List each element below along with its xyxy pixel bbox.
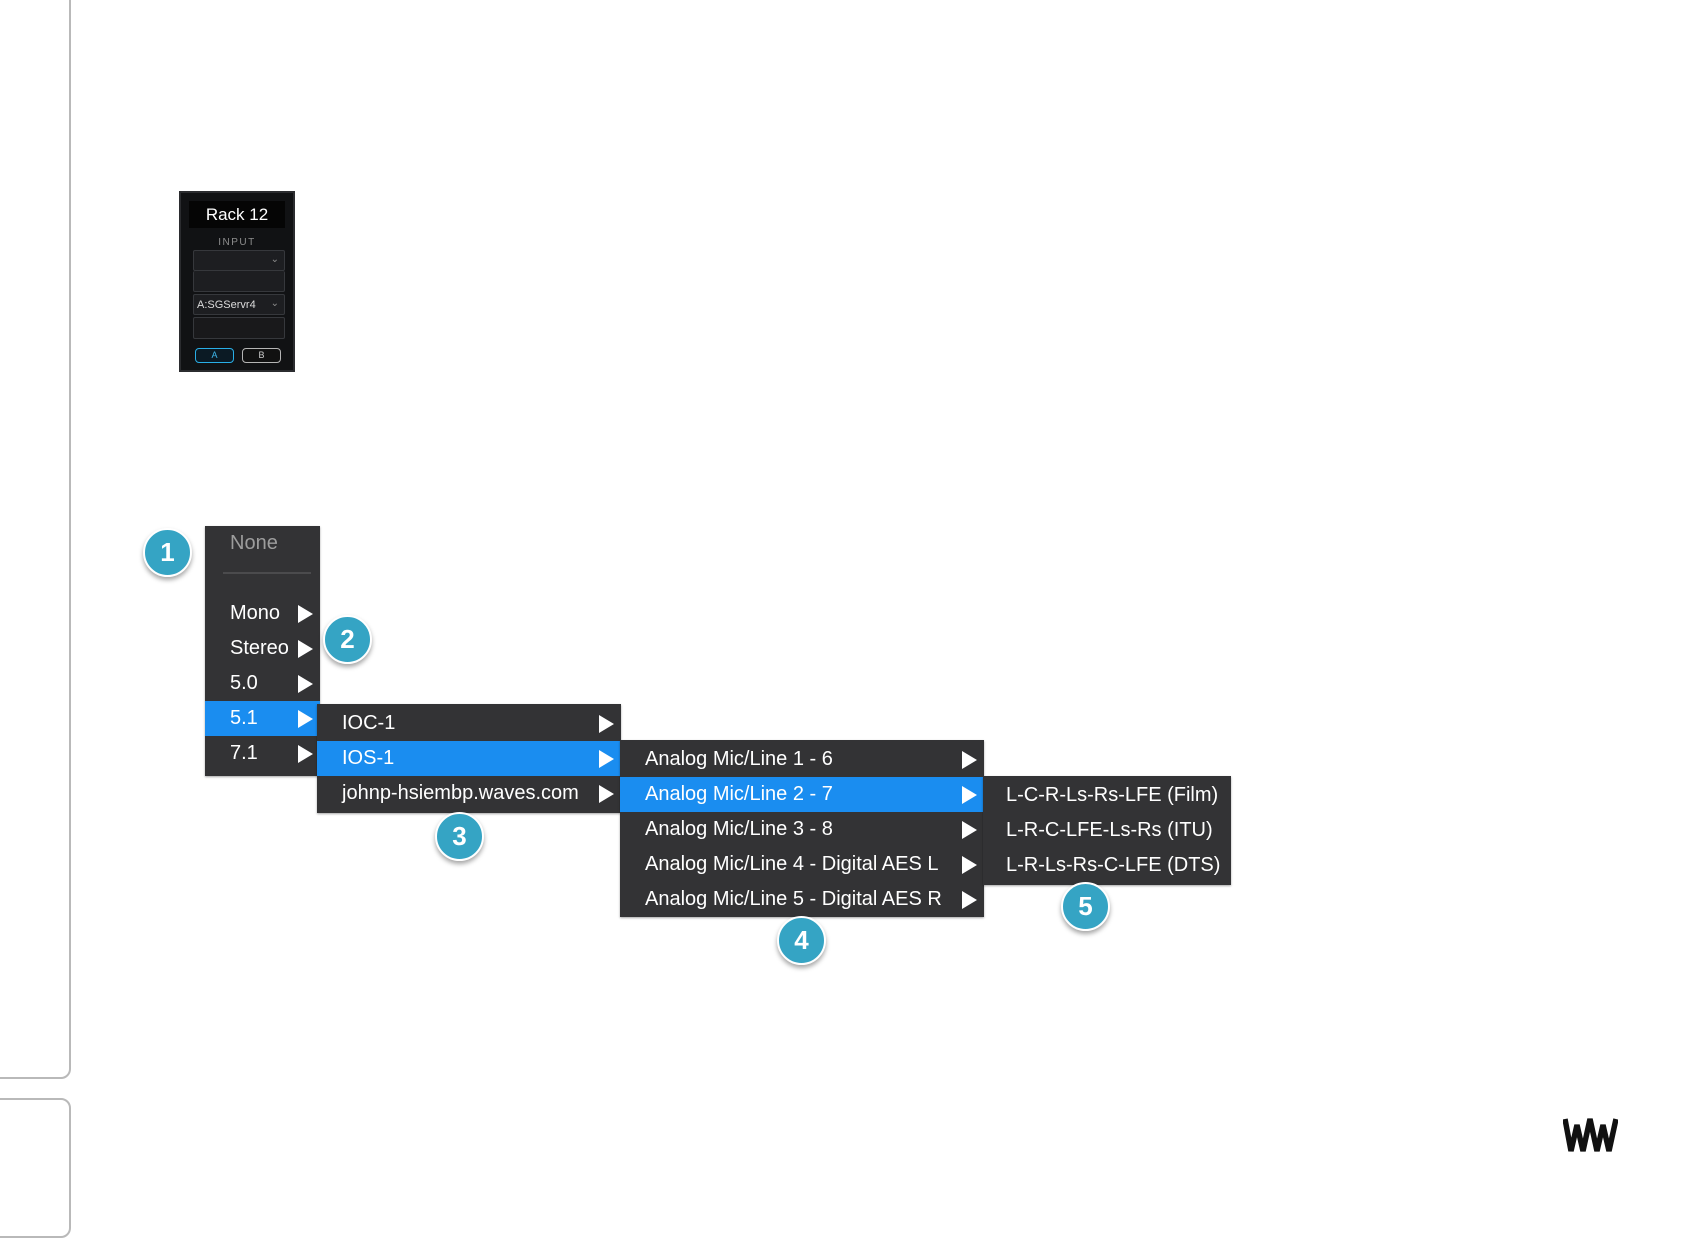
input-source-value: A:SGServr4 bbox=[197, 299, 256, 311]
menu-item-label: Analog Mic/Line 1 - 6 bbox=[645, 748, 833, 770]
triangle-right-icon bbox=[298, 745, 313, 763]
callout-1: 1 bbox=[143, 528, 192, 577]
waves-logo-icon bbox=[1563, 1118, 1618, 1152]
callout-3: 3 bbox=[435, 812, 484, 861]
menu-separator bbox=[223, 572, 311, 574]
format-menu: None Mono Stereo 5.0 5.1 7.1 bbox=[205, 526, 320, 776]
menu-item-stereo[interactable]: Stereo bbox=[205, 631, 320, 666]
menu-item-analog-4-aes-l[interactable]: Analog Mic/Line 4 - Digital AES L bbox=[620, 847, 984, 882]
input-label: INPUT bbox=[218, 237, 256, 248]
triangle-right-icon bbox=[298, 675, 313, 693]
menu-item-label: johnp-hsiembp.waves.com bbox=[342, 782, 579, 804]
menu-item-label: IOS-1 bbox=[342, 747, 395, 769]
menu-item-johnp-host[interactable]: johnp-hsiembp.waves.com bbox=[317, 776, 621, 811]
rack-title: Rack 12 bbox=[189, 201, 285, 228]
triangle-right-icon bbox=[962, 751, 977, 769]
menu-item-label: L-R-Ls-Rs-C-LFE (DTS) bbox=[1006, 854, 1221, 876]
menu-item-label: Analog Mic/Line 4 - Digital AES L bbox=[645, 853, 939, 875]
menu-item-analog-3-8[interactable]: Analog Mic/Line 3 - 8 bbox=[620, 812, 984, 847]
triangle-right-icon bbox=[962, 856, 977, 874]
menu-item-label: Stereo bbox=[230, 637, 289, 659]
callout-4: 4 bbox=[777, 916, 826, 965]
a-button[interactable]: A bbox=[195, 348, 234, 363]
b-button[interactable]: B bbox=[242, 348, 281, 363]
menu-item-label: L-R-C-LFE-Ls-Rs (ITU) bbox=[1006, 819, 1213, 841]
menu-item-label: Analog Mic/Line 2 - 7 bbox=[645, 783, 833, 805]
callout-2: 2 bbox=[323, 615, 372, 664]
menu-item-label: Analog Mic/Line 5 - Digital AES R bbox=[645, 888, 942, 910]
triangle-right-icon bbox=[962, 891, 977, 909]
menu-item-label: 7.1 bbox=[230, 742, 258, 764]
input-type-select[interactable]: ⌄ bbox=[193, 250, 285, 271]
triangle-right-icon bbox=[962, 821, 977, 839]
page-frame bbox=[0, 0, 71, 1079]
menu-item-ioc-1[interactable]: IOC-1 bbox=[317, 706, 621, 741]
chevron-down-icon: ⌄ bbox=[270, 254, 279, 265]
triangle-right-icon bbox=[298, 710, 313, 728]
triangle-right-icon bbox=[298, 605, 313, 623]
input-source-select[interactable]: A:SGServr4 ⌄ bbox=[193, 294, 285, 315]
menu-item-analog-1-6[interactable]: Analog Mic/Line 1 - 6 bbox=[620, 742, 984, 777]
menu-item-none[interactable]: None bbox=[205, 526, 320, 561]
triangle-right-icon bbox=[599, 750, 614, 768]
triangle-right-icon bbox=[298, 640, 313, 658]
menu-item-mono[interactable]: Mono bbox=[205, 596, 320, 631]
menu-item-analog-2-7[interactable]: Analog Mic/Line 2 - 7 bbox=[620, 777, 984, 812]
channel-menu: Analog Mic/Line 1 - 6 Analog Mic/Line 2 … bbox=[620, 740, 984, 917]
menu-item-label: 5.1 bbox=[230, 707, 258, 729]
menu-item-label: L-C-R-Ls-Rs-LFE (Film) bbox=[1006, 784, 1219, 806]
menu-item-itu-order[interactable]: L-R-C-LFE-Ls-Rs (ITU) bbox=[983, 813, 1231, 848]
input-empty-field bbox=[193, 271, 285, 292]
menu-item-label: Analog Mic/Line 3 - 8 bbox=[645, 818, 833, 840]
channel-order-menu: L-C-R-Ls-Rs-LFE (Film) L-R-C-LFE-Ls-Rs (… bbox=[983, 776, 1231, 885]
menu-item-label: IOC-1 bbox=[342, 712, 396, 734]
triangle-right-icon bbox=[599, 715, 614, 733]
page-frame-lower bbox=[0, 1098, 71, 1238]
input-empty-slot bbox=[193, 317, 285, 339]
menu-item-label: 5.0 bbox=[230, 672, 258, 694]
menu-item-7-1[interactable]: 7.1 bbox=[205, 736, 320, 771]
menu-item-analog-5-aes-r[interactable]: Analog Mic/Line 5 - Digital AES R bbox=[620, 882, 984, 917]
callout-5: 5 bbox=[1061, 882, 1110, 931]
menu-item-label: Mono bbox=[230, 602, 281, 624]
menu-item-label: None bbox=[230, 532, 278, 554]
rack-panel: Rack 12 INPUT ⌄ A:SGServr4 ⌄ A B bbox=[179, 191, 295, 372]
chevron-down-icon: ⌄ bbox=[270, 298, 279, 309]
menu-item-ios-1[interactable]: IOS-1 bbox=[317, 741, 621, 776]
menu-item-5-0[interactable]: 5.0 bbox=[205, 666, 320, 701]
menu-item-dts-order[interactable]: L-R-Ls-Rs-C-LFE (DTS) bbox=[983, 848, 1231, 883]
triangle-right-icon bbox=[962, 786, 977, 804]
triangle-right-icon bbox=[599, 785, 614, 803]
device-menu: IOC-1 IOS-1 johnp-hsiembp.waves.com bbox=[317, 704, 621, 813]
menu-item-film-order[interactable]: L-C-R-Ls-Rs-LFE (Film) bbox=[983, 778, 1231, 813]
menu-item-5-1[interactable]: 5.1 bbox=[205, 701, 320, 736]
